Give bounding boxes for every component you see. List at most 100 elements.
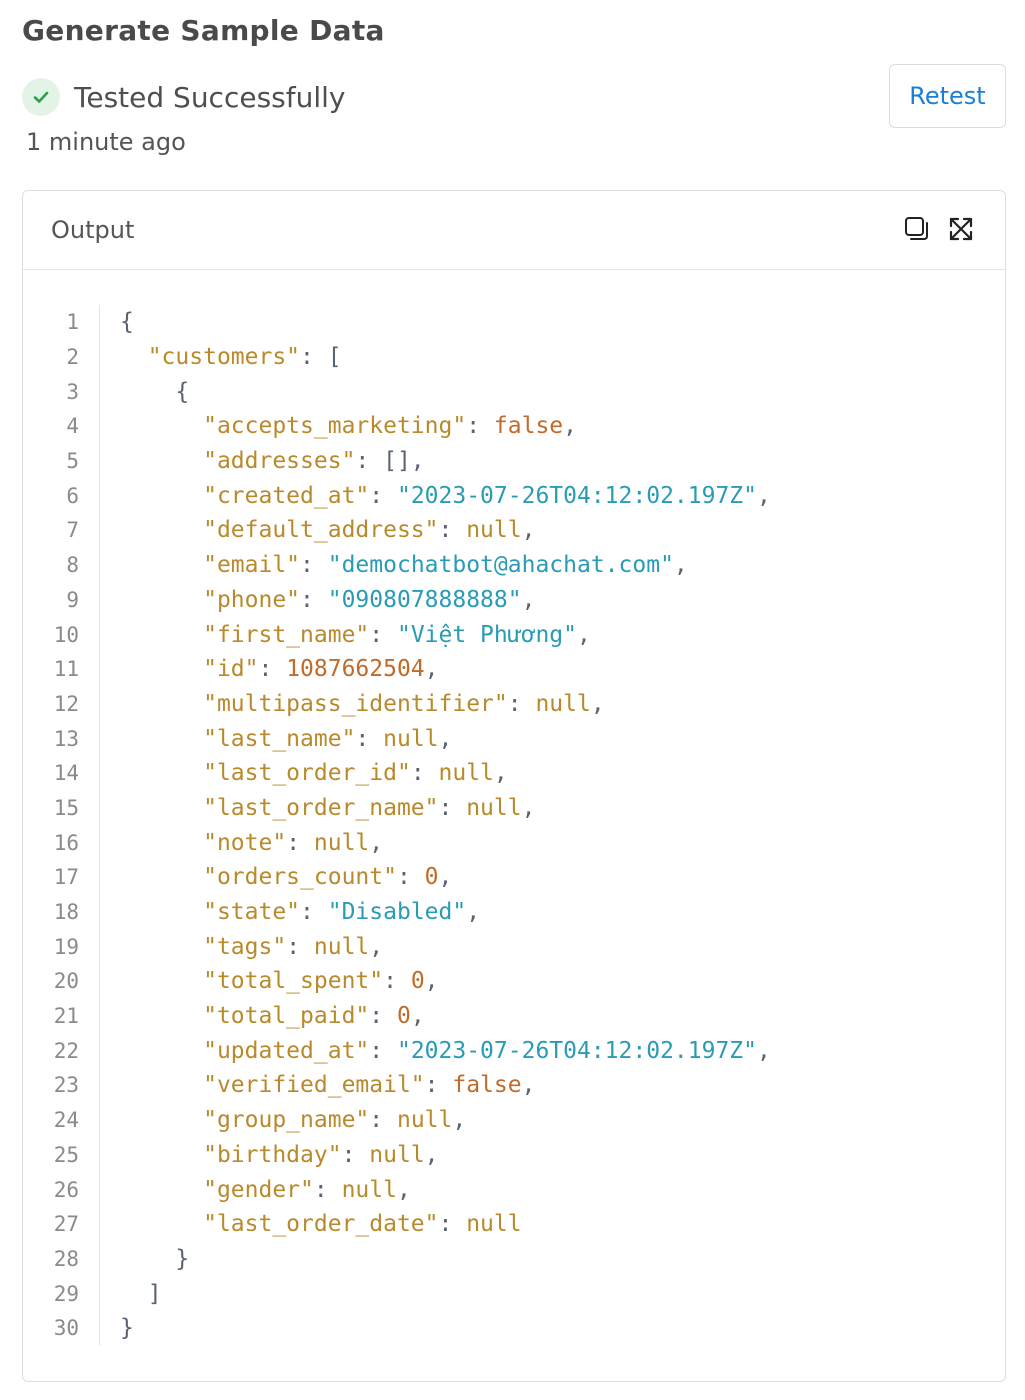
- code-line: 25 "birthday": null,: [23, 1137, 1005, 1173]
- code-token: "created_at": [203, 482, 370, 509]
- code-token: ,: [521, 1072, 536, 1099]
- gutter-divider: [99, 478, 100, 514]
- gutter-divider: [99, 513, 100, 548]
- code-token: ,: [438, 864, 453, 891]
- code-token: :: [369, 1003, 397, 1030]
- code-token: [120, 760, 203, 786]
- code-token: :: [286, 933, 314, 960]
- code-token: ,: [438, 725, 453, 752]
- code-token: "group_name": [203, 1107, 370, 1134]
- code-token: "last_order_date": [203, 1211, 439, 1238]
- code-line: 15 "last_order_name": null,: [23, 790, 1005, 826]
- code-token: "multipass_identifier": [203, 690, 508, 717]
- line-number: 23: [53, 1073, 79, 1098]
- code-token: false: [493, 413, 564, 440]
- code-line: 10 "first_name": "Việt Phương",: [23, 617, 1005, 652]
- line-number: 22: [53, 1038, 79, 1063]
- code-token: "tags": [203, 933, 287, 960]
- code-token: [120, 1038, 203, 1064]
- code-line: 3 {: [23, 374, 1005, 410]
- line-number: 7: [66, 518, 79, 543]
- code-token: :: [507, 690, 536, 717]
- code-token: ,: [590, 690, 605, 717]
- code-token: "phone": [203, 586, 301, 613]
- code-token: ,: [757, 1037, 771, 1064]
- code-token: [120, 344, 148, 370]
- code-line: 8 "email": "demochatbot@ahachat.com",: [23, 547, 1005, 583]
- code-line: 5 "addresses": [],: [23, 443, 1005, 479]
- line-number: 30: [53, 1316, 79, 1341]
- output-actions: [901, 213, 977, 245]
- code-token: "id": [203, 656, 259, 683]
- code-token: :: [286, 829, 314, 856]
- gutter-divider: [99, 651, 100, 687]
- code-token: 1087662504: [286, 656, 425, 683]
- code-token: [120, 1177, 203, 1203]
- code-token: null: [466, 794, 522, 821]
- gutter-divider: [99, 964, 100, 999]
- code-text: "total_paid": 0,: [120, 1003, 425, 1029]
- code-line: 7 "default_address": null,: [23, 513, 1005, 548]
- code-token: null: [535, 690, 591, 717]
- code-line: 14 "last_order_id": null,: [23, 755, 1005, 791]
- code-token: null: [383, 725, 439, 752]
- gutter-divider: [99, 894, 100, 930]
- code-text: "email": "demochatbot@ahachat.com",: [120, 552, 688, 578]
- code-line: 13 "last_name": null,: [23, 721, 1005, 756]
- code-text: "last_name": null,: [120, 726, 452, 752]
- code-line: 30}: [23, 1310, 1005, 1346]
- code-token: :: [396, 864, 425, 891]
- code-text: "addresses": [],: [120, 448, 425, 474]
- copy-icon[interactable]: [901, 213, 933, 245]
- line-number: 12: [53, 691, 79, 716]
- code-token: [120, 934, 203, 960]
- code-token: "addresses": [203, 448, 356, 475]
- code-token: :: [438, 517, 467, 544]
- code-line: 18 "state": "Disabled",: [23, 894, 1005, 930]
- code-token: ,: [396, 1176, 411, 1203]
- code-line: 21 "total_paid": 0,: [23, 998, 1005, 1034]
- code-text: "id": 1087662504,: [120, 656, 439, 683]
- code-token: [120, 656, 203, 682]
- code-token: ,: [424, 968, 439, 995]
- code-line: 16 "note": null,: [23, 825, 1005, 860]
- code-token: 0: [424, 864, 439, 891]
- gutter-divider: [99, 929, 100, 965]
- code-text: "gender": null,: [120, 1177, 411, 1203]
- code-token: ,: [521, 794, 536, 821]
- code-token: [120, 864, 203, 890]
- retest-button[interactable]: Retest: [889, 64, 1006, 128]
- gutter-divider: [99, 1033, 100, 1069]
- code-token: :: [300, 552, 328, 579]
- code-text: "first_name": "Việt Phương",: [120, 622, 591, 648]
- check-icon: [22, 78, 60, 116]
- code-token: null: [396, 1107, 453, 1134]
- code-token: "email": [203, 552, 301, 579]
- code-token: :: [369, 482, 397, 509]
- code-token: ,: [369, 829, 384, 856]
- code-token: :: [466, 413, 494, 440]
- code-token: "verified_email": [203, 1072, 425, 1099]
- code-token: null: [313, 933, 370, 960]
- code-token: [120, 1142, 203, 1168]
- line-number: 6: [66, 483, 79, 508]
- code-text: "last_order_date": null: [120, 1211, 522, 1237]
- code-line: 9 "phone": "090807888888",: [23, 582, 1005, 618]
- code-token: "note": [203, 829, 287, 856]
- code-token: 0: [410, 968, 425, 995]
- code-token: ,: [424, 1141, 439, 1168]
- line-number: 28: [53, 1246, 79, 1271]
- code-line: 19 "tags": null,: [23, 929, 1005, 965]
- line-number: 8: [66, 553, 79, 578]
- code-token: ,: [521, 517, 536, 544]
- code-viewer[interactable]: 1{2 "customers": [3 {4 "accepts_marketin…: [23, 305, 1005, 1346]
- code-token: "orders_count": [203, 864, 397, 891]
- code-token: :: [369, 621, 397, 648]
- expand-icon[interactable]: [945, 213, 977, 245]
- code-token: ,: [410, 1003, 425, 1030]
- code-text: "created_at": "2023-07-26T04:12:02.197Z"…: [120, 483, 771, 509]
- code-token: "2023-07-26T04:12:02.197Z": [396, 1037, 757, 1064]
- code-token: ,: [424, 656, 439, 683]
- code-token: :: [355, 725, 384, 752]
- code-text: "note": null,: [120, 830, 383, 856]
